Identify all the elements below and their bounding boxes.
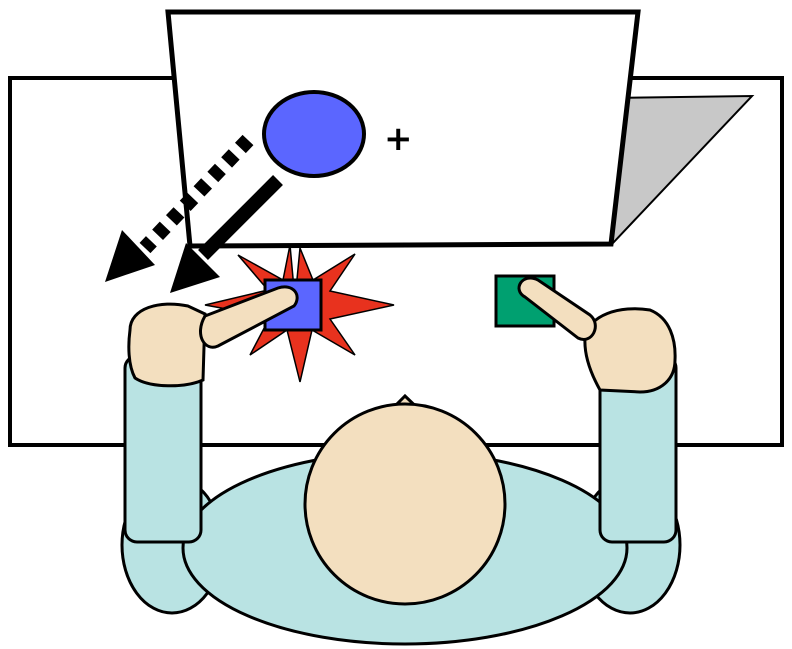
left-hand	[127, 285, 299, 388]
head	[303, 402, 507, 606]
right-hand	[517, 276, 677, 394]
stimulus-circle	[262, 90, 366, 178]
arrow-dashed-icon	[105, 134, 254, 282]
arrow-solid-icon	[170, 175, 283, 293]
display-screen	[165, 9, 641, 249]
fixation-cross: +	[384, 119, 413, 159]
